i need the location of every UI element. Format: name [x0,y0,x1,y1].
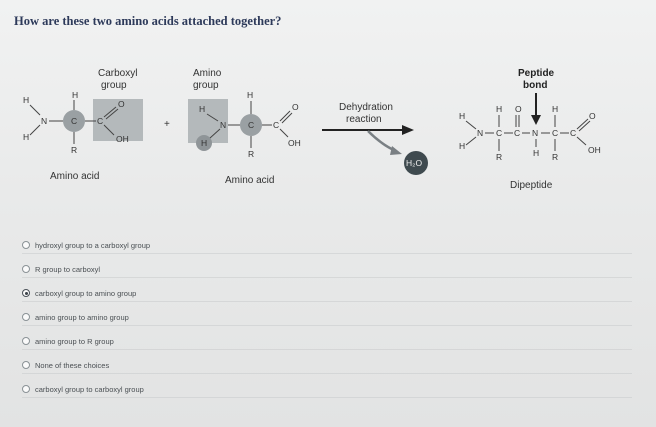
atom-n: N [41,116,47,126]
atom-o: O [589,111,596,121]
atom-h: H [23,132,29,142]
amino-acid-figure: Carboxyl group H H N C H R C O OH Amino … [0,55,656,205]
atom-oh: OH [116,134,129,144]
atom-h: H [552,104,558,114]
amino-label-line2: group [193,80,219,91]
atom-h: H [199,104,205,114]
choice-label: carboxyl group to amino group [35,288,137,298]
amino-acid-label-1: Amino acid [50,171,99,182]
atom-o: O [515,104,522,114]
reaction-label-line1: Dehydration [339,102,393,113]
choice-hydroxyl-to-carboxyl[interactable]: hydroxyl group to a carboxyl group [22,237,632,254]
choice-none[interactable]: None of these choices [22,357,632,374]
atom-h: H [72,90,78,100]
water-molecule [404,151,428,175]
atom-c: C [570,128,576,138]
atom-h: H [23,95,29,105]
atom-h: H [201,138,207,148]
dipeptide-label: Dipeptide [510,180,553,191]
atom-c: C [97,116,103,126]
atom-n: N [477,128,483,138]
amino-acid-1: H H N C H R C O OH [23,90,143,155]
atom-oh: OH [588,145,601,155]
plus-sign: + [164,119,170,130]
question-text: How are these two amino acids attached t… [14,14,282,28]
reaction-arrowhead [402,125,414,135]
atom-h: H [459,111,465,121]
atom-h: H [533,148,539,158]
amino-label-line1: Amino [193,68,222,79]
atom-c: C [71,116,77,126]
atom-c: C [514,128,520,138]
reaction-label-line2: reaction [346,114,382,125]
atom-h: H [247,90,253,100]
dipeptide: H H N C H R C O N H C H R [459,104,601,162]
atom-r: R [71,145,77,155]
atom-o: O [118,99,125,109]
diagram-svg: Carboxyl group H H N C H R C O OH Amino … [23,68,601,191]
amino-highlight [188,99,228,143]
choice-label: carboxyl group to carboxyl group [35,384,144,394]
atom-r: R [248,149,254,159]
water-label: H₂O [406,158,422,168]
choice-label: hydroxyl group to a carboxyl group [35,240,151,250]
water-arrowhead [390,146,402,155]
choice-label: amino group to amino group [35,312,129,322]
atom-oh: OH [288,138,301,148]
atom-r: R [552,152,558,162]
choice-r-group-to-carboxyl[interactable]: R group to carboxyl [22,261,632,278]
radio-button[interactable] [22,241,30,249]
atom-o: O [292,102,299,112]
atom-r: R [496,152,502,162]
hydrogen-circle [196,135,212,151]
amino-acid-label-2: Amino acid [225,175,274,186]
radio-button[interactable] [22,265,30,273]
choice-label: R group to carboxyl [35,264,101,274]
peptide-label-line1: Peptide [518,68,555,79]
choice-carboxyl-to-amino[interactable]: carboxyl group to amino group [22,285,632,302]
atom-c: C [273,120,279,130]
choice-amino-to-r-group[interactable]: amino group to R group [22,333,632,350]
radio-button[interactable] [22,313,30,321]
atom-c: C [496,128,502,138]
peptide-label-line2: bond [523,80,547,91]
atom-h: H [496,104,502,114]
peptide-bond-arrowhead [531,115,541,125]
choice-label: None of these choices [35,360,110,370]
carboxyl-label-line1: Carboxyl [98,68,137,79]
radio-button[interactable] [22,337,30,345]
choice-carboxyl-to-carboxyl[interactable]: carboxyl group to carboxyl group [22,381,632,398]
atom-c: C [552,128,558,138]
alpha-carbon-circle [63,110,85,132]
choice-label: amino group to R group [35,336,114,346]
atom-n: N [220,120,226,130]
atom-h: H [459,141,465,151]
radio-button-selected[interactable] [22,289,30,297]
alpha-carbon-circle [240,114,262,136]
atom-c: C [248,120,254,130]
radio-button[interactable] [22,361,30,369]
carboxyl-highlight [93,99,143,141]
carboxyl-label-line2: group [101,80,127,91]
choice-amino-to-amino[interactable]: amino group to amino group [22,309,632,326]
amino-acid-2: H H N C H R C O OH [188,90,301,159]
radio-button[interactable] [22,385,30,393]
atom-n: N [532,128,538,138]
